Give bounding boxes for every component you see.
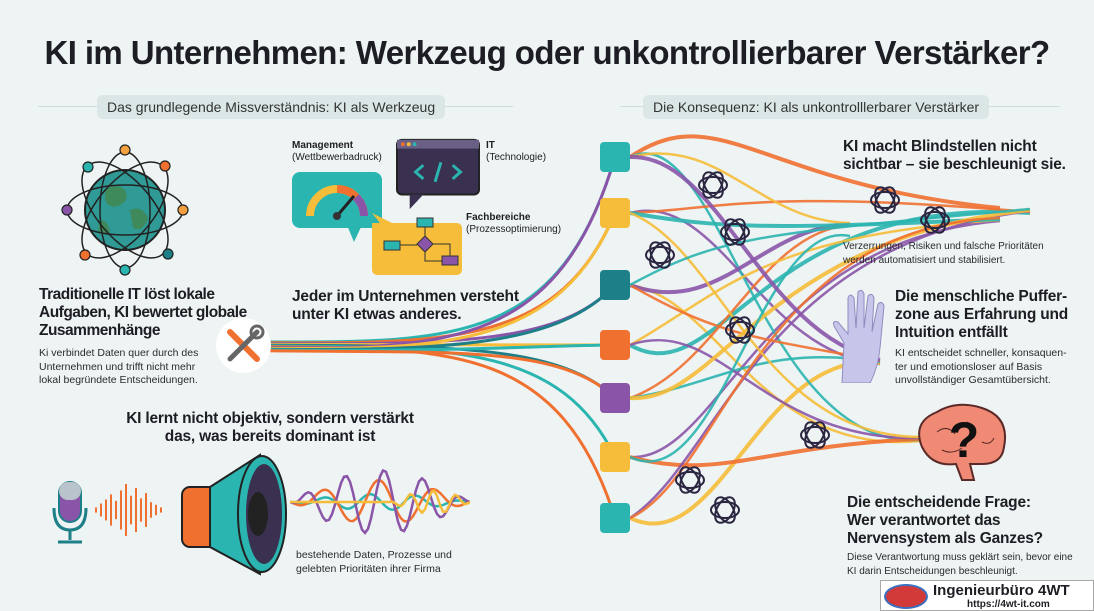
flow-line <box>629 233 851 463</box>
microphone-icon <box>52 481 88 544</box>
wave-line <box>290 468 470 535</box>
it-label: IT(Technologie) <box>486 140 546 164</box>
flow-line <box>629 154 881 362</box>
amplifier-caption: bestehende Daten, Prozesse und gelebten … <box>296 549 452 575</box>
tangle-knot <box>710 501 740 519</box>
it-sub: (Technologie) <box>486 152 547 163</box>
flow-line <box>629 223 851 400</box>
flow-line <box>629 338 921 440</box>
tangle-knot <box>679 466 701 494</box>
node-darkteal <box>600 270 630 300</box>
flow-line <box>629 360 881 526</box>
tangle-knot <box>675 471 705 489</box>
logo-emblem-icon <box>884 584 928 609</box>
globe-network-icon <box>61 144 189 276</box>
blindspots-body: Verzerrungen, Risiken und falsche Priori… <box>843 241 1044 266</box>
input-soundwave <box>95 484 162 536</box>
node-yellow <box>600 442 630 472</box>
company-url[interactable]: https://4wt-it.com <box>967 599 1050 610</box>
management-sub: (Wettbewerbadruck) <box>292 152 382 163</box>
tangle-knot <box>874 186 896 214</box>
node-yellow <box>600 198 630 228</box>
tangle-knot <box>920 211 950 229</box>
hand-stop-icon <box>833 289 885 383</box>
fach-label: Fachbereiche(Prozessoptimierung) <box>466 212 561 236</box>
blindspots-heading: KI macht Blindstellen nicht sichtbar – s… <box>843 138 1066 173</box>
tangle-knot <box>679 466 701 494</box>
tangle-knot <box>729 316 751 344</box>
flow-line <box>629 152 851 225</box>
company-name: Ingenieurbüro 4WT <box>933 582 1070 599</box>
node-teal <box>600 142 630 172</box>
tangle-knot <box>725 321 755 339</box>
brain-question-icon: ? <box>918 403 1006 481</box>
question-body: Diese Verantwortung muss geklärt sein, b… <box>847 552 1073 577</box>
tangle-knot <box>724 218 746 246</box>
tangle-knot <box>702 171 724 199</box>
flow-line <box>629 211 1001 228</box>
flow-line <box>269 349 617 400</box>
tangle-knot <box>804 421 826 449</box>
node-purple <box>600 383 630 413</box>
gauge-bubble-icon <box>292 172 382 242</box>
wave-line <box>290 488 470 515</box>
buffer-heading: Die menschliche Puffer-zone aus Erfahrun… <box>895 288 1068 341</box>
flow-line <box>629 209 1031 356</box>
tools-icon <box>216 318 271 373</box>
tangle-knot <box>724 218 746 246</box>
process-flow-bubble-icon <box>372 213 462 275</box>
tangle-knot <box>649 241 671 269</box>
flow-line <box>628 134 1001 210</box>
node-teal <box>600 503 630 533</box>
perspectives-heading: Jeder im Unternehmen versteht unter KI e… <box>292 288 519 323</box>
speaker-icon <box>181 453 287 576</box>
tangle-knot <box>714 496 736 524</box>
company-logo[interactable]: Ingenieurbüro 4WT https://4wt-it.com <box>880 580 1094 611</box>
fach-sub: (Prozessoptimierung) <box>466 224 562 235</box>
tangle-knot <box>800 426 830 444</box>
tangle-knot <box>720 223 750 241</box>
management-label: Management(Wettbewerbadruck) <box>292 140 382 164</box>
flow-line <box>629 283 921 444</box>
amplifier-heading: KI lernt nicht objektiv, sondern verstär… <box>126 410 414 445</box>
tangle-knot <box>649 241 671 269</box>
flow-line <box>629 216 1001 520</box>
fach-title: Fachbereiche <box>466 212 531 223</box>
question-mark: ? <box>949 412 980 468</box>
node-orange <box>600 330 630 360</box>
section-header-left: Das grundlegende Missverständnis: KI als… <box>97 95 446 119</box>
tangle-knot <box>924 206 946 234</box>
tangle-knot <box>702 171 724 199</box>
flow-line <box>629 437 921 468</box>
tangle-knot <box>645 246 675 264</box>
amplified-soundwave <box>290 468 470 535</box>
management-title: Management <box>292 140 354 151</box>
tangle-knot <box>924 206 946 234</box>
code-window-icon <box>396 138 480 210</box>
buffer-body: KI entscheidet schneller, konsaquen-ter … <box>895 347 1067 386</box>
tangle-knot <box>714 496 736 524</box>
globe-body: Ki verbindet Daten quer durch des Untern… <box>39 347 199 386</box>
tangle-knot <box>870 191 900 209</box>
tangle-knot <box>729 316 751 344</box>
tangle-knot <box>698 176 728 194</box>
section-header-right: Die Konsequenz: KI als unkontrolllerbare… <box>643 95 990 119</box>
tangle-knot <box>804 421 826 449</box>
page-title: KI im Unternehmen: Werkzeug oder unkontr… <box>44 34 1050 71</box>
flow-line <box>629 199 1031 215</box>
question-heading: Die entscheidende Frage: Wer verantworte… <box>847 494 1043 547</box>
tangle-knot <box>874 186 896 214</box>
globe-heading: Traditionelle IT löst lokale Aufgaben, K… <box>39 286 247 339</box>
it-title: IT <box>486 140 495 151</box>
